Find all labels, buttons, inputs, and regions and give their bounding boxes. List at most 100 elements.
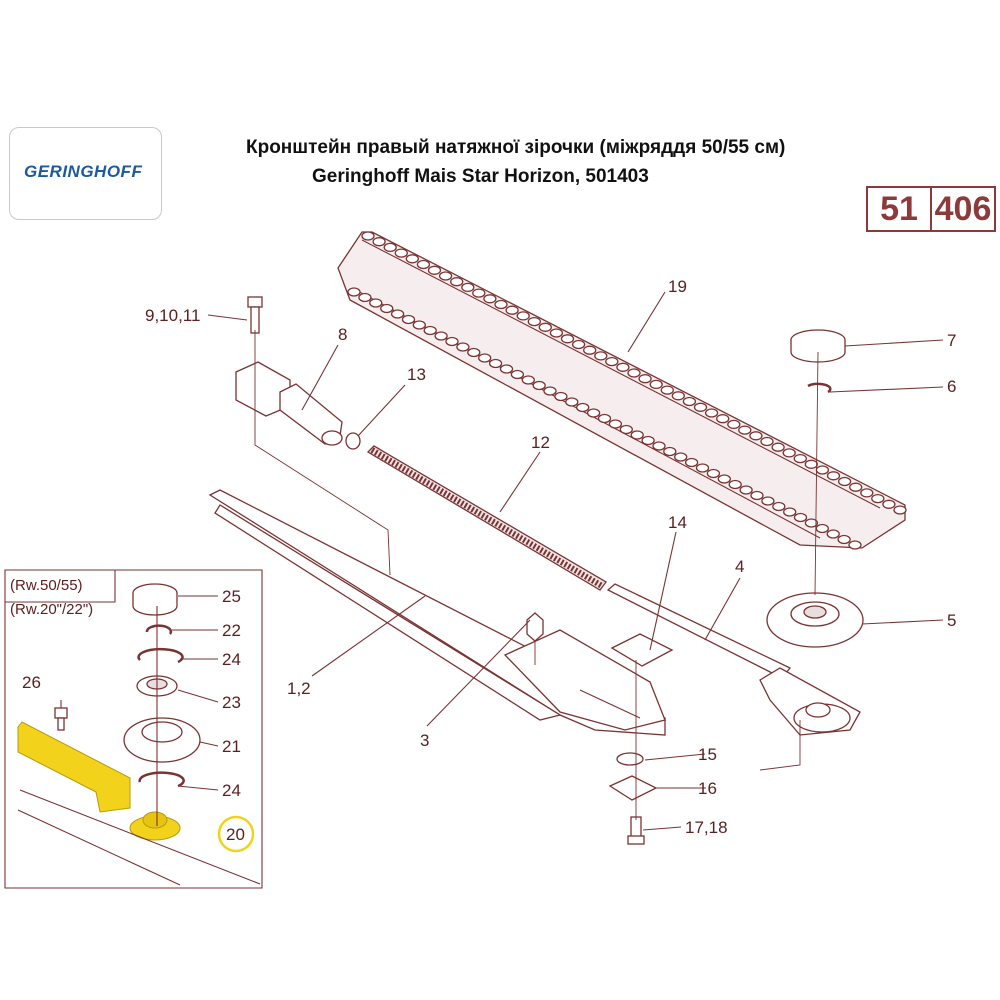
page-title-line1: Кронштейн правый натяжної зірочки (міжря… (246, 137, 786, 158)
chain-roller (630, 430, 644, 440)
chain-roller (716, 414, 730, 424)
washer-13 (345, 432, 361, 450)
chain-roller (527, 316, 541, 327)
chain-roller (671, 391, 685, 401)
chain-roller (390, 309, 405, 319)
callout-8: 8 (338, 325, 347, 344)
chain-roller (750, 490, 764, 501)
inset-screw-26 (54, 707, 68, 731)
inset-highlighted-arm (17, 721, 261, 886)
callout-17-18: 17,18 (685, 818, 728, 837)
callout-14: 14 (668, 513, 687, 532)
chain-roller (826, 471, 841, 481)
chain-roller (826, 529, 840, 539)
chain-roller (416, 259, 431, 270)
chain-roller (605, 356, 619, 367)
chain-roller (427, 265, 442, 275)
page-title-line2: Geringhoff Mais Star Horizon, 501403 (312, 166, 649, 187)
chain-roller (369, 298, 383, 308)
chain-roller (739, 485, 753, 495)
callout-22: 22 (222, 621, 241, 640)
chain-roller (760, 436, 774, 447)
chain-roller (554, 391, 568, 402)
callout-24b: 24 (222, 781, 241, 800)
callout-9-10-11: 9,10,11 (145, 306, 200, 325)
chain-roller (450, 277, 464, 287)
chain-roller (674, 452, 688, 462)
plate-16 (608, 775, 658, 801)
chain-roller (641, 435, 655, 446)
chain-roller (793, 453, 807, 464)
chain-roller (445, 336, 459, 347)
chain-roller (586, 408, 601, 418)
callout-26: 26 (22, 673, 41, 692)
chain-roller (510, 369, 525, 380)
chain-roller (849, 482, 863, 492)
chain-roller (438, 271, 453, 281)
sprocket-5 (766, 592, 864, 648)
chain-roller (467, 347, 481, 358)
chain-roller (516, 311, 530, 321)
chain-roller (538, 322, 552, 332)
callout-16: 16 (698, 779, 717, 798)
roller-chain (337, 231, 907, 550)
callout-19: 19 (668, 277, 687, 296)
chain-roller (483, 294, 497, 304)
inset-ring-24a (137, 647, 184, 664)
chain-roller (405, 254, 419, 264)
chain-roller (583, 345, 597, 355)
chain-roller (793, 512, 808, 523)
highlight-circle-20 (217, 815, 255, 853)
tension-shaft-4 (606, 583, 861, 736)
inset-note-2: (Rw.20"/22") (10, 601, 93, 618)
chain-roller (682, 396, 697, 407)
chain-roller (372, 237, 386, 247)
chain-roller (521, 375, 535, 385)
plate-14 (610, 633, 674, 667)
rail-1-2 (208, 489, 666, 736)
chain-roller (412, 320, 426, 330)
callout-20: 20 (226, 825, 245, 844)
chain-roller (627, 368, 641, 378)
chain-roller (860, 488, 874, 498)
chain-roller (638, 374, 652, 384)
callout-12: 12 (531, 433, 550, 452)
chain-roller (394, 248, 408, 258)
spring-12 (366, 445, 607, 591)
chain-roller (652, 441, 666, 451)
nut-3 (526, 612, 544, 642)
chain-roller (505, 305, 519, 315)
callout-25: 25 (222, 587, 241, 606)
chain-roller (706, 468, 721, 479)
chain-roller (401, 314, 416, 325)
chain-roller (532, 380, 546, 391)
chain-roller (597, 413, 612, 424)
logo-box: GERINGHOFF (9, 127, 162, 220)
chain-roller (815, 523, 829, 534)
page-number-section: 51 (880, 189, 918, 228)
chain-roller (772, 501, 786, 512)
bolt-9-10-11 (247, 296, 263, 334)
chain-roller (347, 287, 361, 297)
callout-6: 6 (947, 377, 956, 396)
chain-roller (804, 459, 818, 469)
chain-roller (804, 518, 819, 528)
chain-roller (761, 496, 775, 506)
chain-roller (693, 402, 708, 412)
circlip-6 (807, 382, 832, 394)
chain-roller (717, 474, 731, 484)
chain-roller (619, 424, 633, 435)
inset-note-1: (Rw.50/55) (10, 577, 83, 594)
washer-15 (616, 752, 644, 766)
bracket-8 (235, 361, 343, 446)
chain-roller (383, 242, 397, 253)
chain-roller (771, 442, 785, 452)
inset-circlip-22 (145, 624, 173, 635)
chain-roller (576, 402, 590, 413)
chain-roller (543, 386, 557, 396)
callout-15: 15 (698, 745, 717, 764)
chain-roller (663, 446, 677, 457)
chain-roller (380, 303, 394, 314)
chain-roller (704, 408, 719, 418)
chain-roller (488, 358, 503, 369)
